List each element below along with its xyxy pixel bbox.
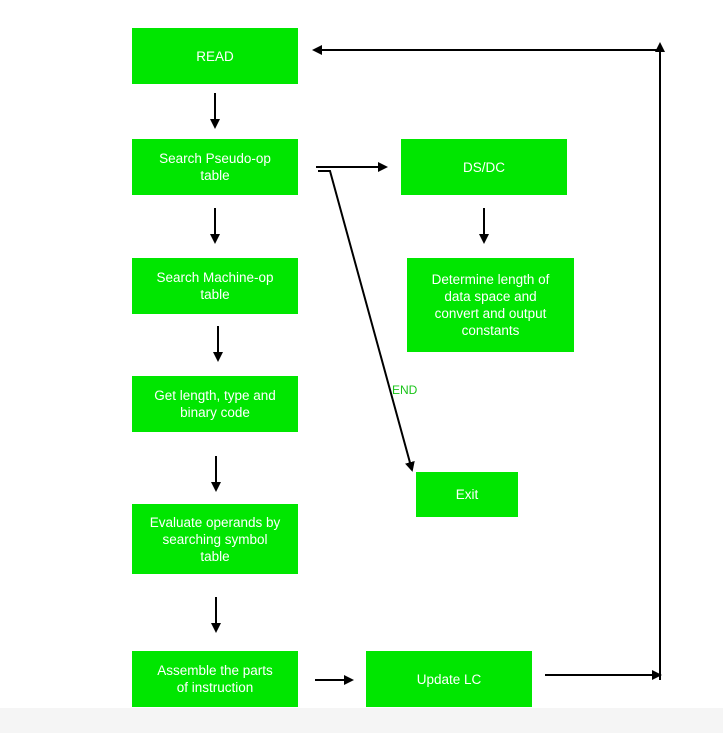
node-determine-length: Determine length of data space and conve… [407, 258, 574, 352]
node-read: READ [132, 28, 298, 84]
node-exit: Exit [416, 472, 518, 517]
node-evaluate-operands: Evaluate operands by searching symbol ta… [132, 504, 298, 574]
node-assemble-parts: Assemble the parts of instruction [132, 651, 298, 707]
node-search-pseudo-op: Search Pseudo-op table [132, 139, 298, 195]
node-get-length: Get length, type and binary code [132, 376, 298, 432]
node-update-lc: Update LC [366, 651, 532, 707]
edge-label-end: END [392, 383, 418, 397]
node-ds-dc: DS/DC [401, 139, 567, 195]
node-search-machine-op: Search Machine-op table [132, 258, 298, 314]
bottom-strip [0, 708, 723, 733]
arrow-pseudo-to-exit [318, 170, 415, 472]
